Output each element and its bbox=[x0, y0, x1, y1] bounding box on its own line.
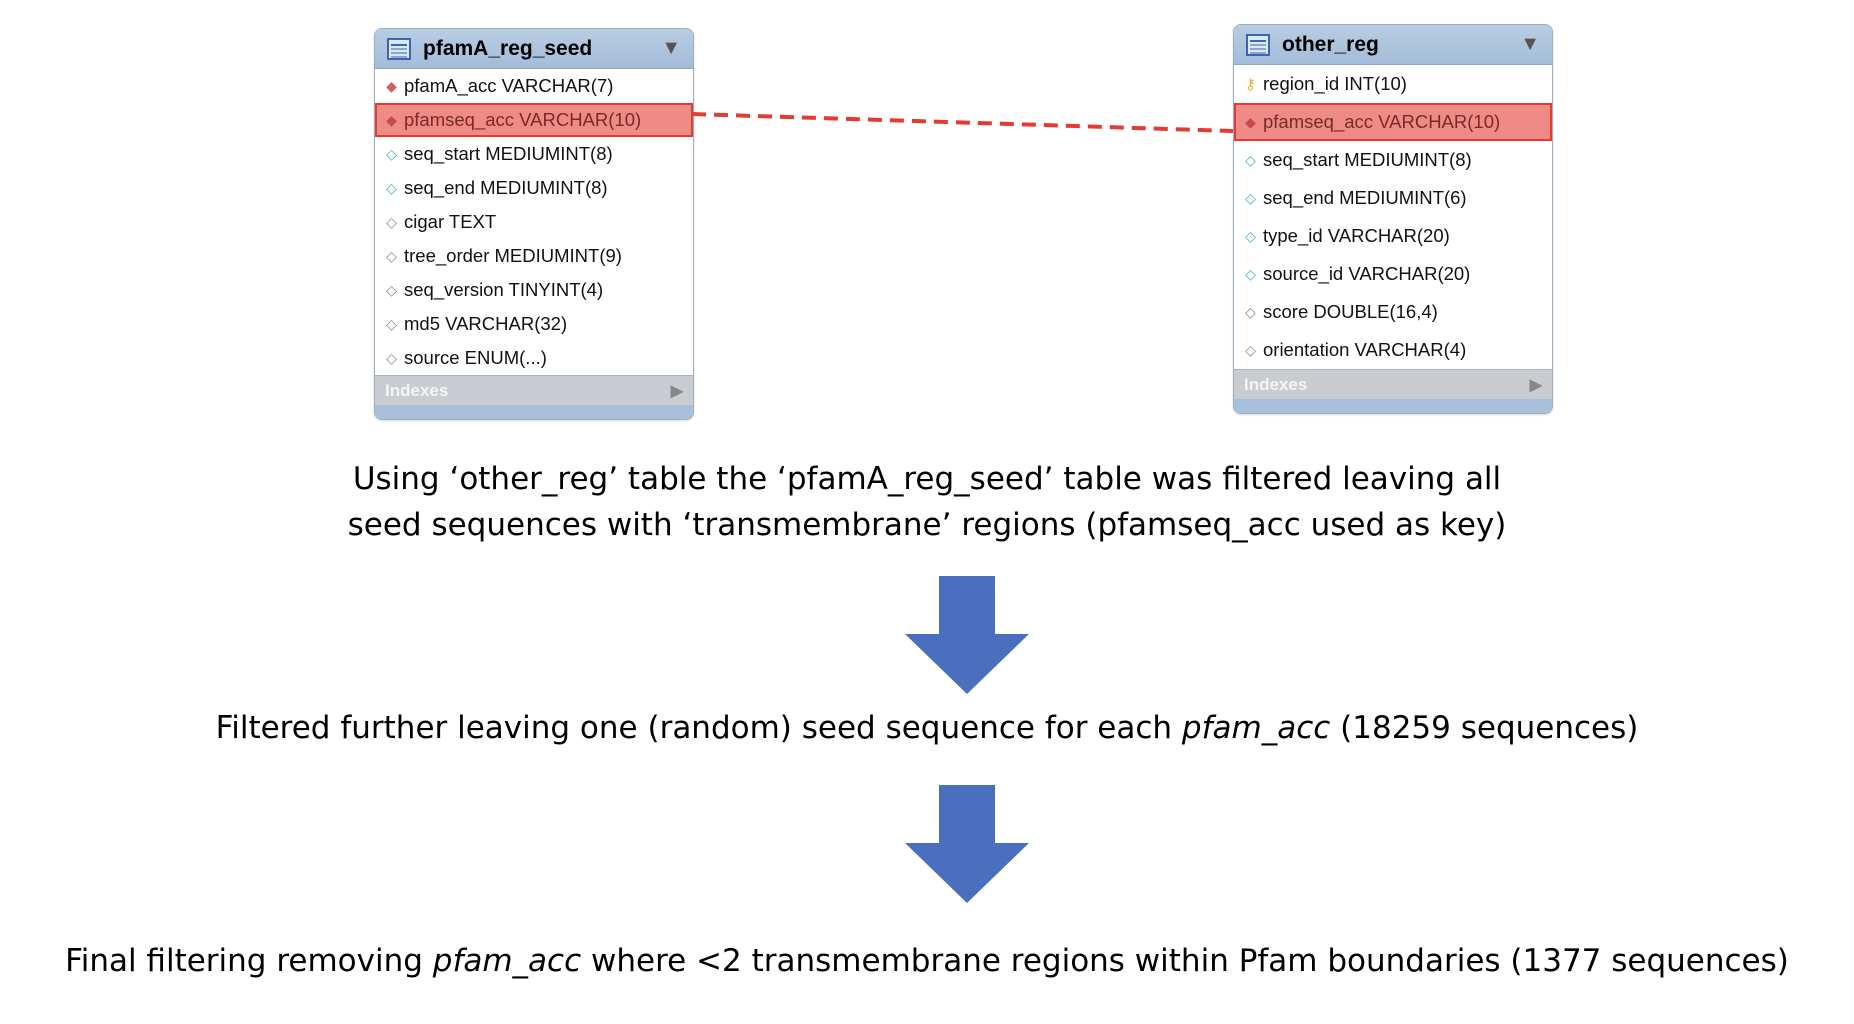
step1-line2: seed sequences with ‘transmembrane’ regi… bbox=[347, 507, 1507, 543]
column-row[interactable]: ◆ pfamA_acc VARCHAR(7) bbox=[375, 69, 693, 103]
column-label: md5 VARCHAR(32) bbox=[404, 313, 568, 334]
column-label: tree_order MEDIUMINT(9) bbox=[404, 245, 622, 266]
column-label: source_id VARCHAR(20) bbox=[1263, 263, 1471, 284]
column-label: seq_end MEDIUMINT(8) bbox=[404, 177, 608, 198]
key-column-icon: ◆ bbox=[386, 78, 397, 94]
step2-italic: pfam_acc bbox=[1181, 710, 1331, 746]
column-label: seq_start MEDIUMINT(8) bbox=[404, 143, 613, 164]
step3-prefix: Final filtering removing bbox=[65, 943, 433, 979]
column-diamond-icon: ◇ bbox=[1245, 152, 1256, 168]
column-row[interactable]: ◇ source_id VARCHAR(20) bbox=[1234, 255, 1552, 293]
column-row[interactable]: ◆ pfamseq_acc VARCHAR(10) bbox=[375, 103, 693, 137]
down-arrow-icon bbox=[905, 576, 1029, 694]
indexes-section[interactable]: Indexes ▶ bbox=[375, 375, 693, 405]
column-row[interactable]: ◇ orientation VARCHAR(4) bbox=[1234, 331, 1552, 369]
column-row[interactable]: ◇ type_id VARCHAR(20) bbox=[1234, 217, 1552, 255]
step2-prefix: Filtered further leaving one (random) se… bbox=[215, 710, 1182, 746]
column-row[interactable]: ◇ tree_order MEDIUMINT(9) bbox=[375, 239, 693, 273]
column-label: type_id VARCHAR(20) bbox=[1263, 225, 1450, 246]
column-label: cigar TEXT bbox=[404, 211, 497, 232]
column-label: orientation VARCHAR(4) bbox=[1263, 339, 1467, 360]
step3-suffix: where <2 transmembrane regions within Pf… bbox=[581, 943, 1789, 979]
column-row[interactable]: ◇ score DOUBLE(16,4) bbox=[1234, 293, 1552, 331]
column-label: source ENUM(...) bbox=[404, 347, 547, 368]
column-diamond-icon: ◇ bbox=[386, 350, 397, 366]
column-row[interactable]: ◇ source ENUM(...) bbox=[375, 341, 693, 375]
column-label: seq_end MEDIUMINT(6) bbox=[1263, 187, 1467, 208]
column-row[interactable]: ◇ seq_start MEDIUMINT(8) bbox=[1234, 141, 1552, 179]
column-label: seq_version TINYINT(4) bbox=[404, 279, 604, 300]
column-row[interactable]: ◇ seq_end MEDIUMINT(6) bbox=[1234, 179, 1552, 217]
other-reg-table[interactable]: other_reg ▼ ⚷ region_id INT(10) ◆ pfamseq_a… bbox=[1233, 24, 1553, 414]
expand-triangle-icon[interactable]: ▶ bbox=[670, 382, 683, 400]
column-row[interactable]: ◇ md5 VARCHAR(32) bbox=[375, 307, 693, 341]
column-row[interactable]: ◇ seq_start MEDIUMINT(8) bbox=[375, 137, 693, 171]
foreign-key-link bbox=[691, 112, 1234, 133]
pfamA-reg-seed-table[interactable]: pfamA_reg_seed ▼ ◆ pfamA_acc VARCHAR(7) ◆ p… bbox=[374, 28, 694, 420]
down-arrow-icon bbox=[905, 785, 1029, 903]
indexes-section[interactable]: Indexes ▶ bbox=[1234, 369, 1552, 399]
column-diamond-icon: ◇ bbox=[386, 248, 397, 264]
column-diamond-icon: ◇ bbox=[386, 146, 397, 162]
primary-key-icon: ⚷ bbox=[1245, 75, 1256, 93]
table-icon bbox=[1246, 33, 1270, 56]
column-row[interactable]: ⚷ region_id INT(10) bbox=[1234, 65, 1552, 103]
table-footer bbox=[375, 405, 693, 419]
column-label: region_id INT(10) bbox=[1263, 73, 1407, 94]
expand-triangle-icon[interactable]: ▶ bbox=[1529, 376, 1542, 394]
indexes-label: Indexes bbox=[1244, 374, 1308, 394]
column-row[interactable]: ◇ seq_end MEDIUMINT(8) bbox=[375, 171, 693, 205]
column-diamond-icon: ◇ bbox=[1245, 342, 1256, 358]
column-diamond-icon: ◇ bbox=[386, 180, 397, 196]
column-list: ⚷ region_id INT(10) ◆ pfamseq_acc VARCHAR(1… bbox=[1234, 65, 1552, 369]
column-diamond-icon: ◇ bbox=[1245, 304, 1256, 320]
table-footer bbox=[1234, 399, 1552, 413]
collapse-caret-icon[interactable]: ▼ bbox=[661, 37, 681, 59]
column-label: pfamseq_acc VARCHAR(10) bbox=[1263, 111, 1501, 132]
key-column-icon: ◆ bbox=[386, 112, 397, 128]
step3-caption: Final filtering removing pfam_acc where … bbox=[0, 938, 1854, 984]
column-label: score DOUBLE(16,4) bbox=[1263, 301, 1438, 322]
table-header[interactable]: pfamA_reg_seed ▼ bbox=[375, 29, 693, 69]
table-icon bbox=[387, 37, 411, 60]
column-row[interactable]: ◆ pfamseq_acc VARCHAR(10) bbox=[1234, 103, 1552, 141]
indexes-label: Indexes bbox=[385, 380, 449, 400]
table-title: pfamA_reg_seed bbox=[423, 36, 593, 60]
table-header[interactable]: other_reg ▼ bbox=[1234, 25, 1552, 65]
step2-suffix: (18259 sequences) bbox=[1330, 710, 1639, 746]
column-label: pfamseq_acc VARCHAR(10) bbox=[404, 109, 642, 130]
collapse-caret-icon[interactable]: ▼ bbox=[1520, 33, 1540, 55]
column-label: pfamA_acc VARCHAR(7) bbox=[404, 75, 614, 96]
column-diamond-icon: ◇ bbox=[386, 282, 397, 298]
step2-caption: Filtered further leaving one (random) se… bbox=[0, 705, 1854, 751]
key-column-icon: ◆ bbox=[1245, 114, 1256, 130]
column-diamond-icon: ◇ bbox=[1245, 228, 1256, 244]
step1-caption: Using ‘other_reg’ table the ‘pfamA_reg_s… bbox=[0, 456, 1854, 548]
column-diamond-icon: ◇ bbox=[1245, 266, 1256, 282]
column-list: ◆ pfamA_acc VARCHAR(7) ◆ pfamseq_acc VARCHA… bbox=[375, 69, 693, 375]
column-diamond-icon: ◇ bbox=[1245, 190, 1256, 206]
column-label: seq_start MEDIUMINT(8) bbox=[1263, 149, 1472, 170]
column-diamond-icon: ◇ bbox=[386, 316, 397, 332]
column-row[interactable]: ◇ cigar TEXT bbox=[375, 205, 693, 239]
step3-italic: pfam_acc bbox=[432, 943, 582, 979]
table-title: other_reg bbox=[1282, 32, 1379, 56]
step1-line1: Using ‘other_reg’ table the ‘pfamA_reg_s… bbox=[352, 461, 1502, 497]
column-diamond-icon: ◇ bbox=[386, 214, 397, 230]
column-row[interactable]: ◇ seq_version TINYINT(4) bbox=[375, 273, 693, 307]
